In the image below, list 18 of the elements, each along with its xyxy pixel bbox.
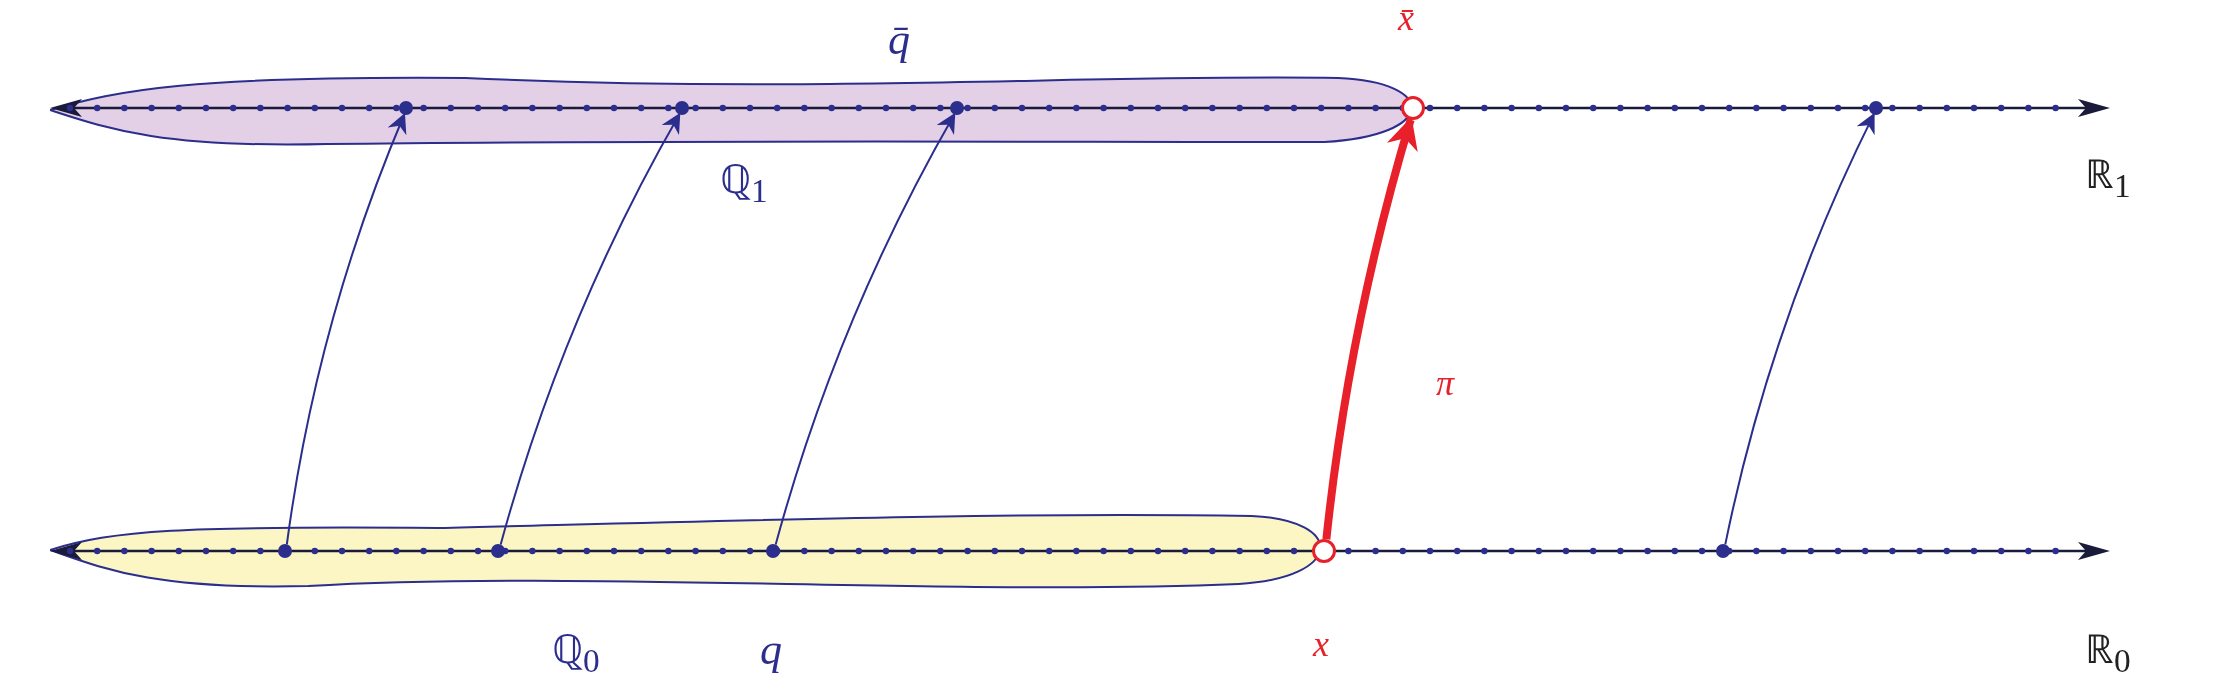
math-label: ℝ$_{1}$ — [2085, 155, 2131, 203]
arrow — [1724, 112, 1875, 546]
edge-label: π — [1436, 365, 1455, 401]
open-point — [1312, 539, 1336, 563]
arrow — [285, 112, 407, 546]
point — [1716, 544, 1730, 558]
arrow — [774, 112, 956, 546]
math-label: ℝ$_{0}$ — [2085, 630, 2131, 678]
point — [1869, 101, 1883, 115]
math-label: q̄ — [888, 18, 910, 62]
math-label: x̄ — [1398, 0, 1414, 36]
math-label: q — [760, 628, 782, 672]
math-label: x — [1313, 626, 1329, 662]
arrow — [1322, 116, 1418, 540]
math-label: ℚ$_{1}$ — [720, 160, 768, 208]
open-point — [1401, 96, 1425, 120]
math-label: ℚ$_{0}$ — [552, 630, 600, 678]
arrow — [499, 112, 681, 546]
